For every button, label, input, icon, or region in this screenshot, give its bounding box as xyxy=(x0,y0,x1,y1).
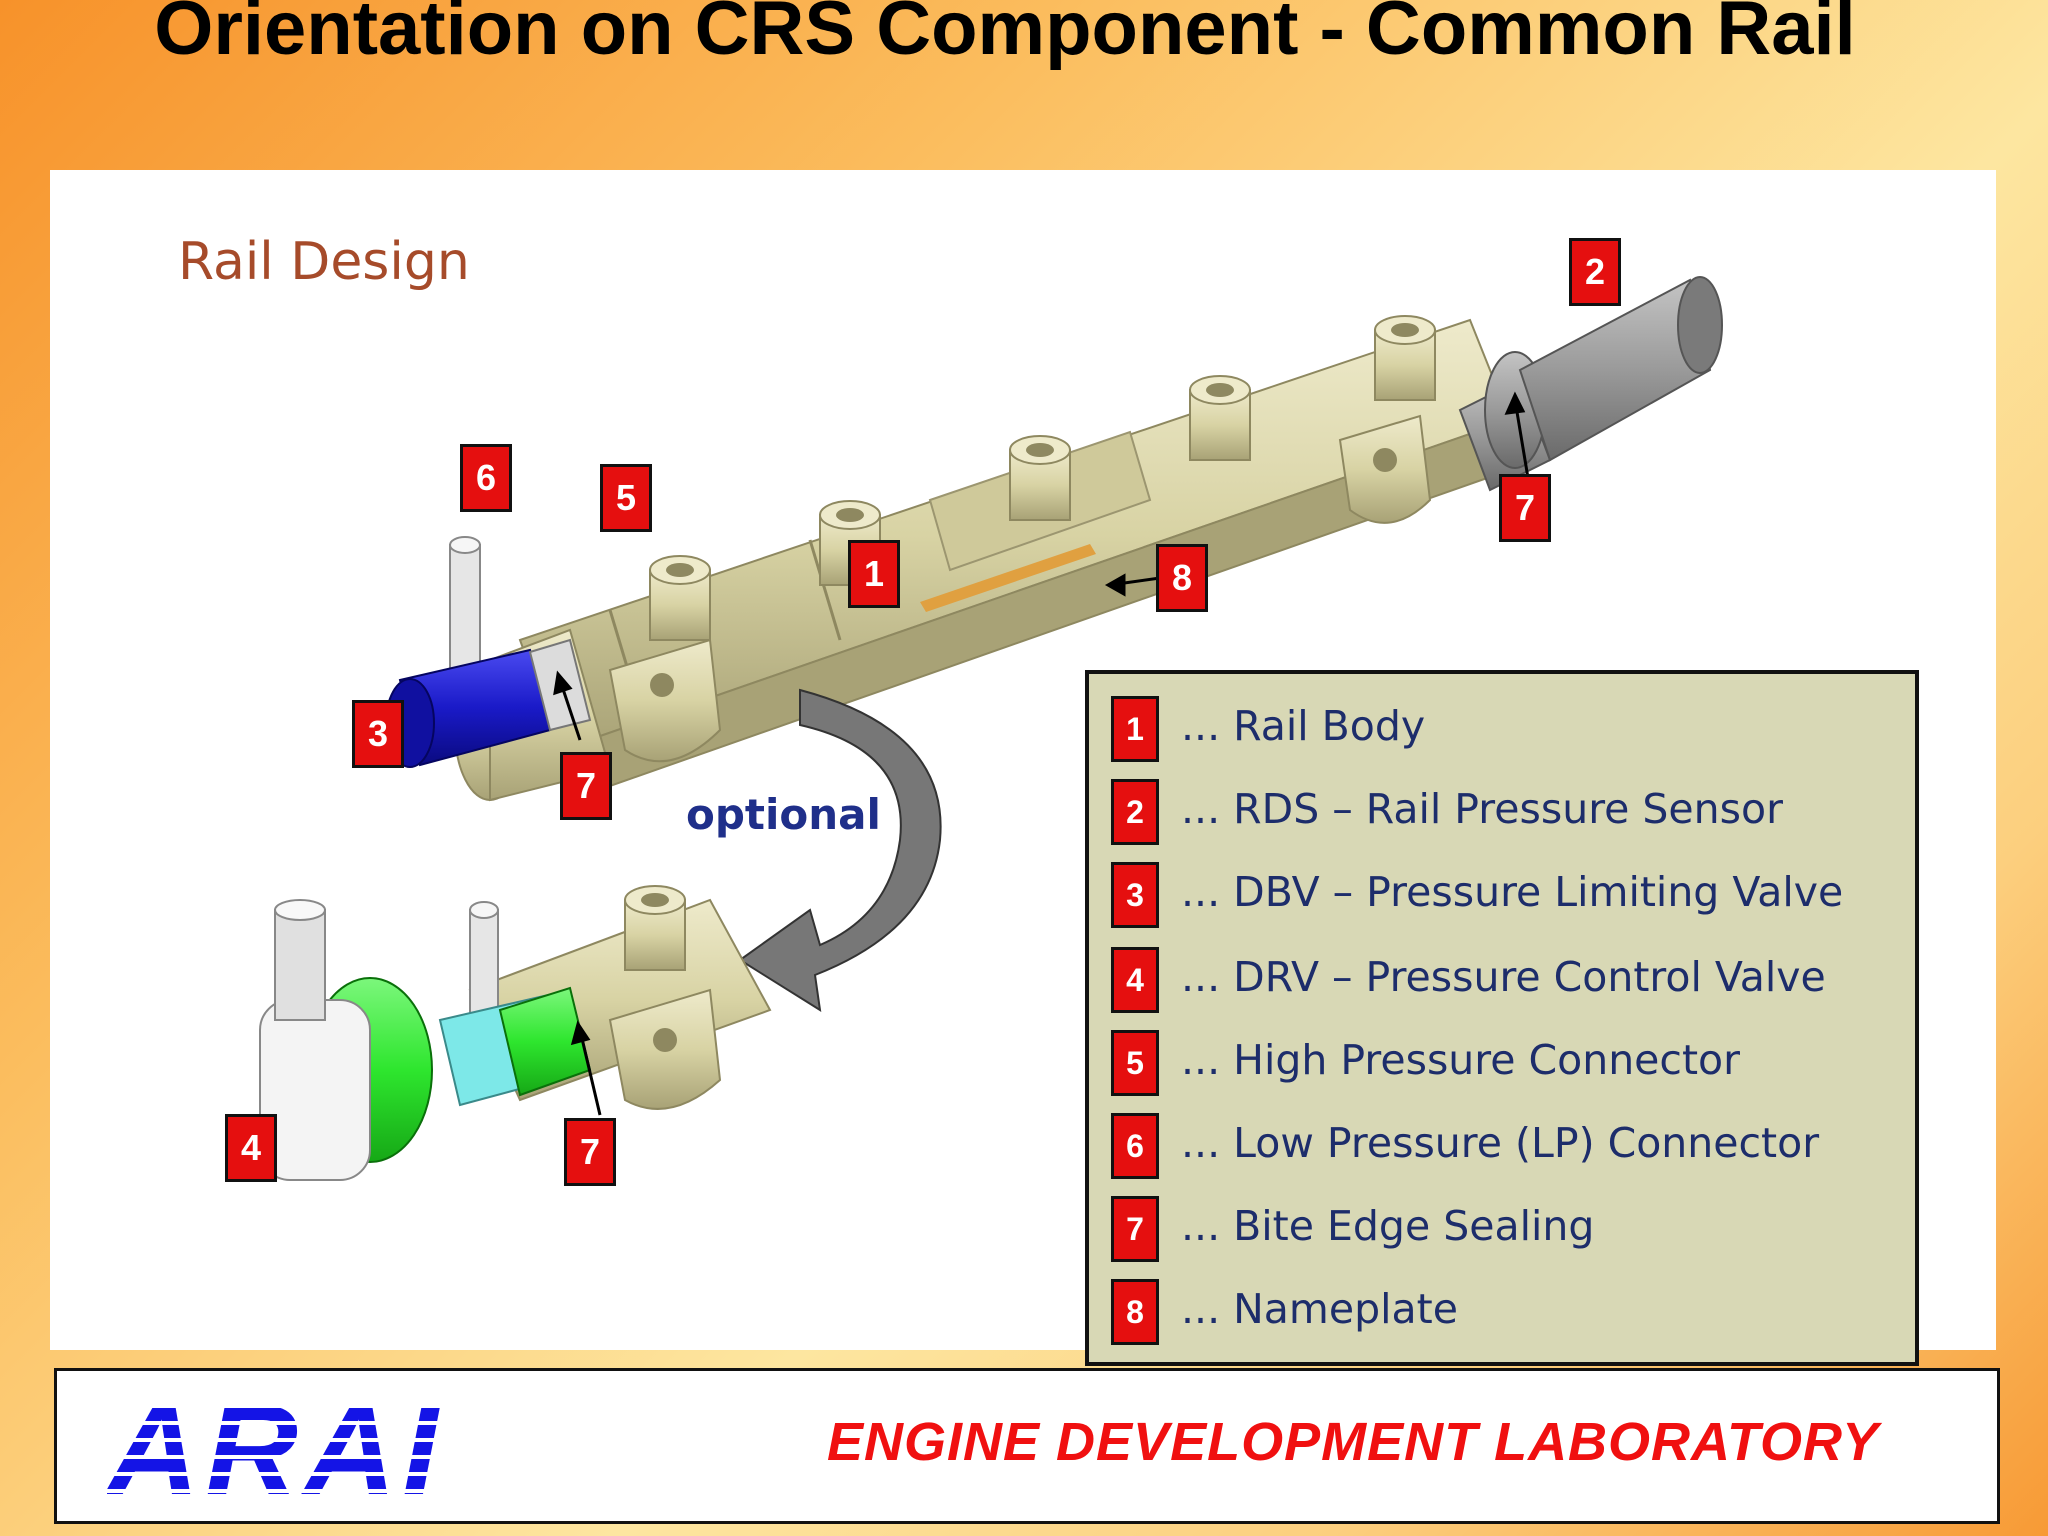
legend-label: ... Nameplate xyxy=(1181,1285,1458,1333)
legend-item: 2 ... RDS – Rail Pressure Sensor xyxy=(1111,779,1901,849)
legend-number: 3 xyxy=(1111,862,1159,928)
component-legend: 1 ... Rail Body 2 ... RDS – Rail Pressur… xyxy=(1085,670,1919,1366)
legend-label: ... Rail Body xyxy=(1181,702,1426,750)
legend-number: 2 xyxy=(1111,779,1159,845)
high-pressure-connectors xyxy=(649,315,1436,641)
legend-number: 5 xyxy=(1111,1030,1159,1096)
callout-6: 6 xyxy=(460,444,512,512)
diagram-heading: Rail Design xyxy=(178,232,470,292)
callout-7-drv: 7 xyxy=(564,1118,616,1186)
legend-item: 5 ... High Pressure Connector xyxy=(1111,1030,1901,1100)
low-pressure-connector xyxy=(449,536,481,676)
legend-number: 4 xyxy=(1111,947,1159,1013)
optional-label: optional xyxy=(686,790,881,839)
legend-number: 8 xyxy=(1111,1279,1159,1345)
callout-4: 4 xyxy=(225,1114,277,1182)
legend-label: ... High Pressure Connector xyxy=(1181,1036,1740,1084)
pressure-control-valve xyxy=(259,899,592,1181)
legend-item: 8 ... Nameplate xyxy=(1111,1279,1901,1349)
callout-2: 2 xyxy=(1569,238,1621,306)
arai-logo: ARAI xyxy=(107,1379,444,1522)
legend-number: 6 xyxy=(1111,1113,1159,1179)
lab-name: ENGINE DEVELOPMENT LABORATORY xyxy=(827,1412,1880,1472)
legend-item: 3 ... DBV – Pressure Limiting Valve xyxy=(1111,862,1901,932)
legend-label: ... RDS – Rail Pressure Sensor xyxy=(1181,785,1783,833)
legend-item: 4 ... DRV – Pressure Control Valve xyxy=(1111,947,1901,1017)
callout-7-dbv: 7 xyxy=(560,752,612,820)
callout-1: 1 xyxy=(848,540,900,608)
legend-label: ... Low Pressure (LP) Connector xyxy=(1181,1119,1820,1167)
legend-item: 7 ... Bite Edge Sealing xyxy=(1111,1196,1901,1266)
footer-bar: ARAI ENGINE DEVELOPMENT LABORATORY xyxy=(54,1368,2000,1524)
legend-label: ... DBV – Pressure Limiting Valve xyxy=(1181,868,1844,916)
slide-title: Orientation on CRS Component - Common Ra… xyxy=(154,0,1856,71)
legend-number: 1 xyxy=(1111,696,1159,762)
legend-label: ... Bite Edge Sealing xyxy=(1181,1202,1595,1250)
legend-item: 6 ... Low Pressure (LP) Connector xyxy=(1111,1113,1901,1183)
callout-3: 3 xyxy=(352,700,404,768)
diagram-panel: Rail Design optional 6 5 1 8 2 7 3 7 4 7… xyxy=(50,170,1996,1366)
callout-7-sensor: 7 xyxy=(1499,474,1551,542)
legend-item: 1 ... Rail Body xyxy=(1111,696,1901,766)
callout-8: 8 xyxy=(1156,544,1208,612)
leader-lines xyxy=(553,391,1532,1116)
callout-5: 5 xyxy=(600,464,652,532)
rail-pressure-sensor xyxy=(1458,276,1723,492)
optional-arrow xyxy=(738,688,942,1012)
legend-label: ... DRV – Pressure Control Valve xyxy=(1181,953,1826,1001)
legend-number: 7 xyxy=(1111,1196,1159,1262)
